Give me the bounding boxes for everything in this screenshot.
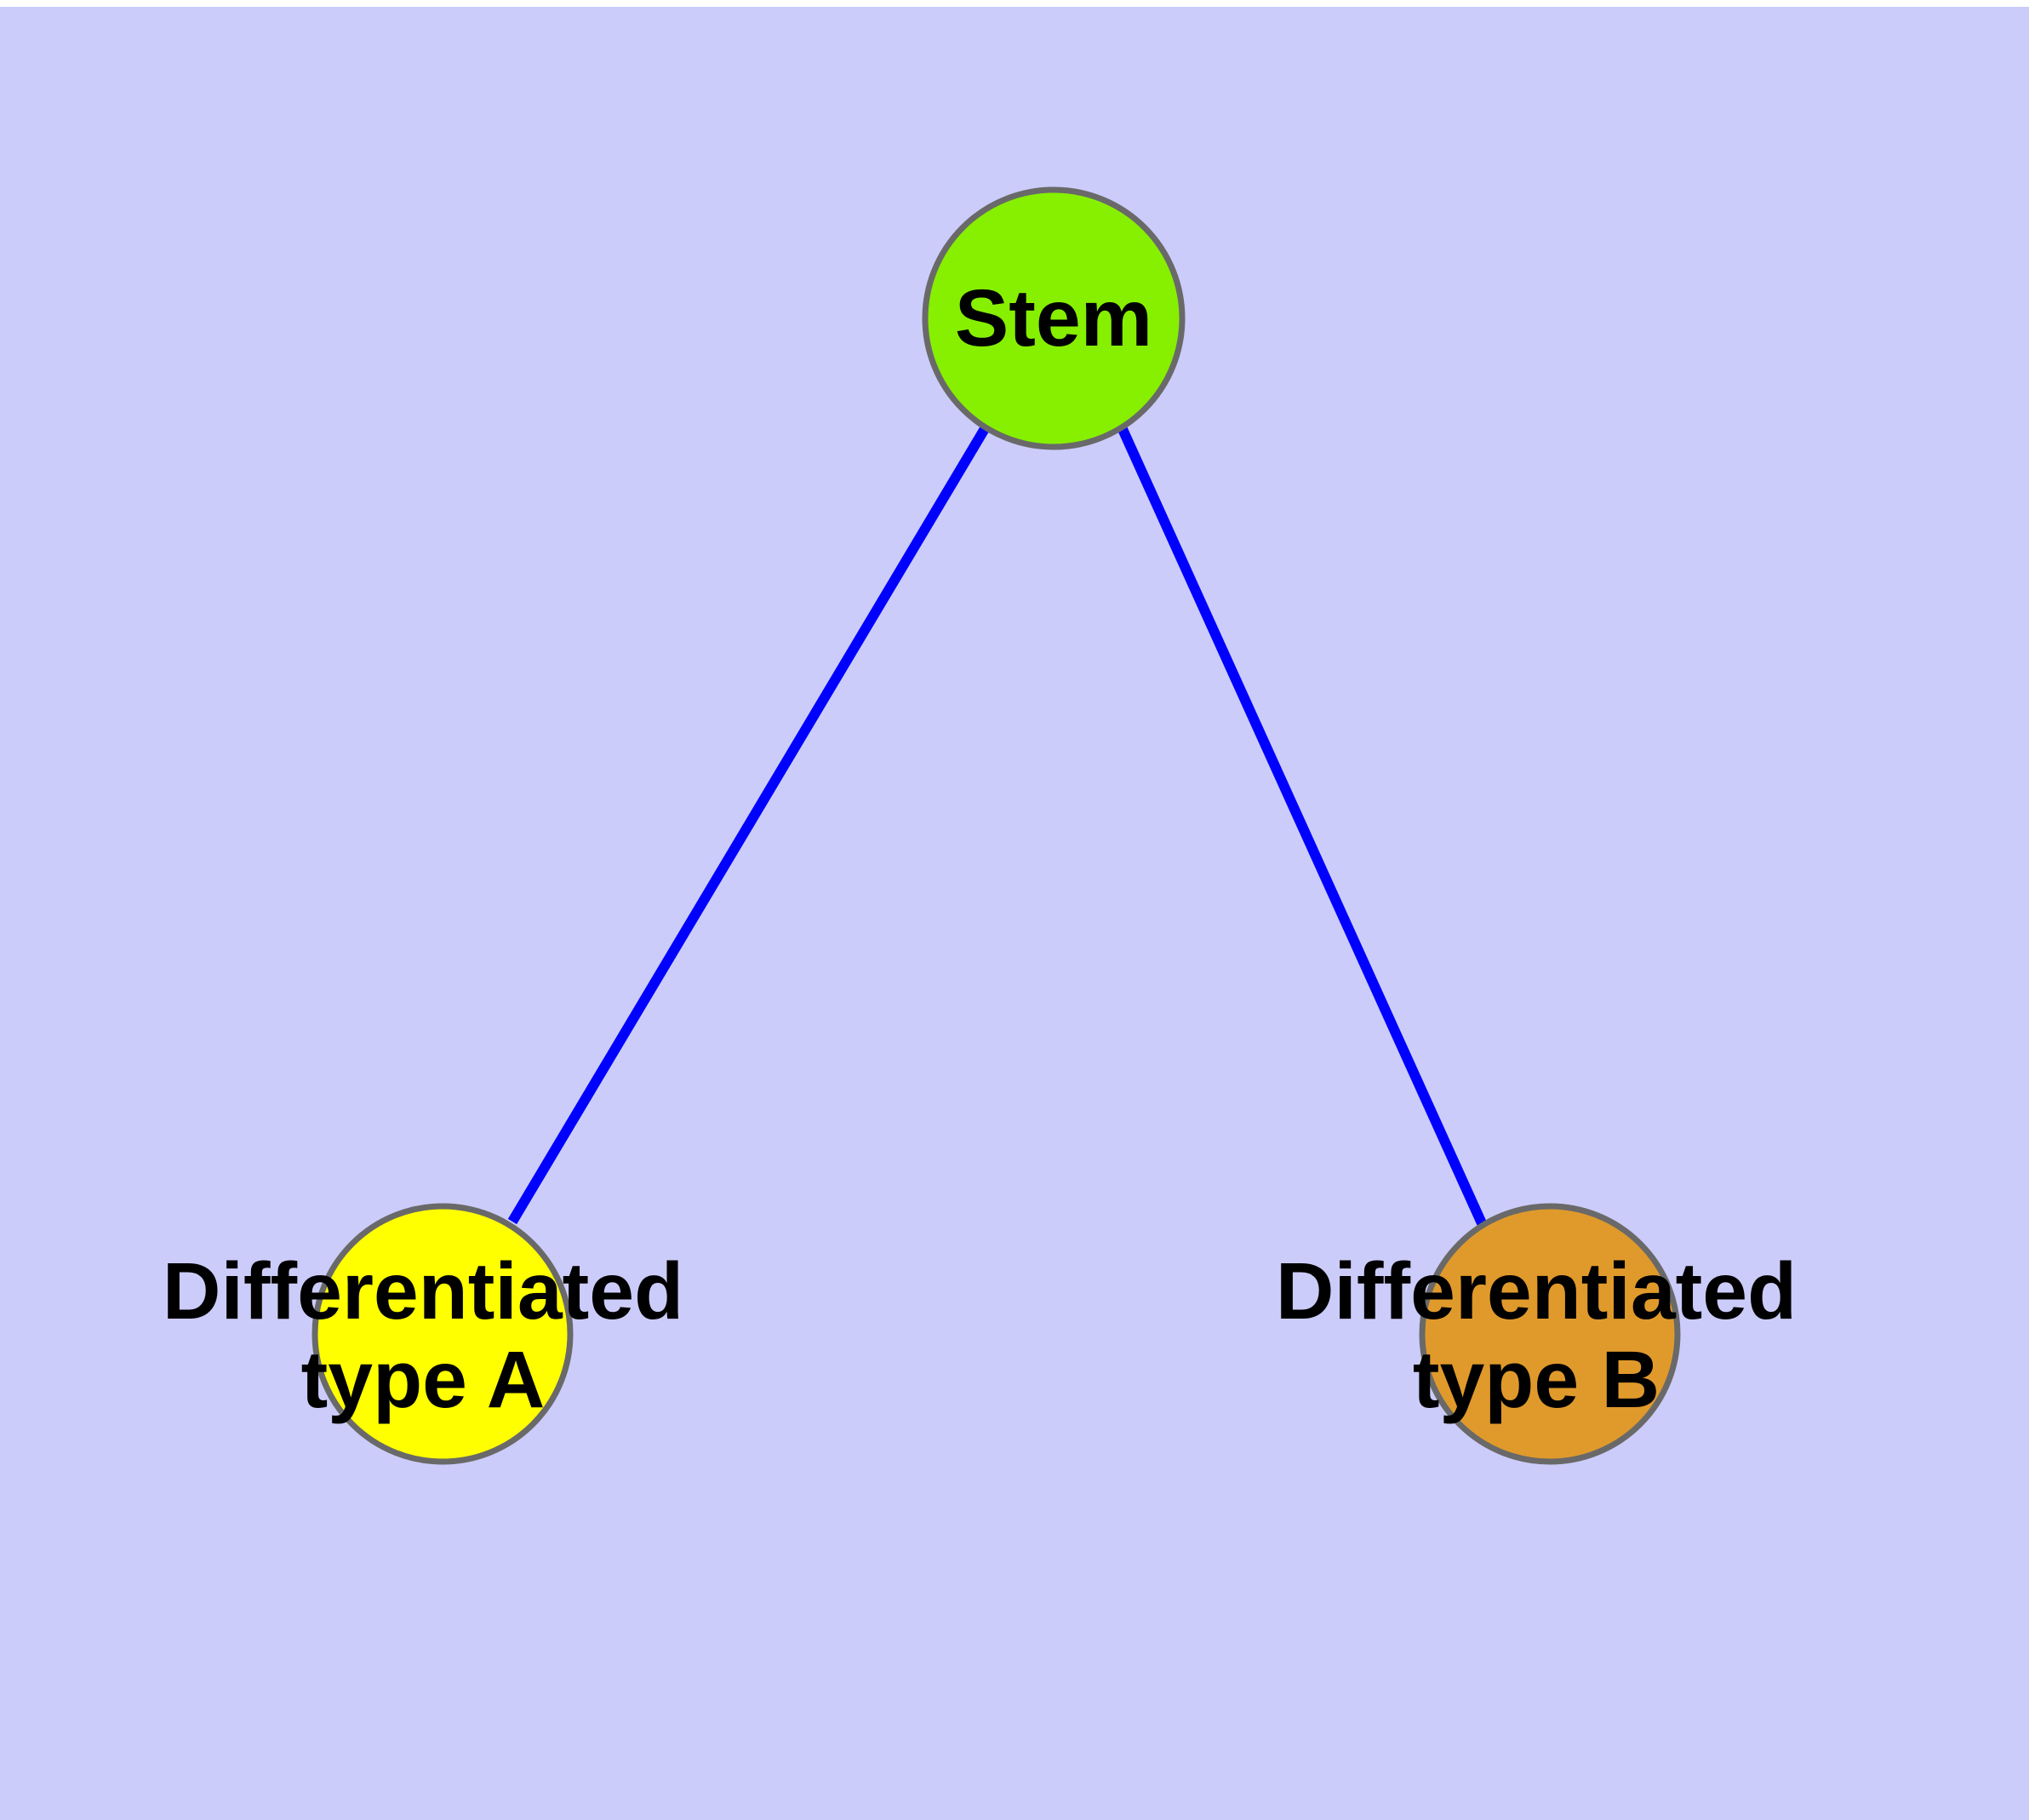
edges-group xyxy=(507,424,1487,1226)
nodes-group xyxy=(311,186,1681,1465)
node-diff-a[interactable] xyxy=(311,1203,574,1465)
node-label-stem: Stem xyxy=(955,273,1152,363)
node-stem[interactable] xyxy=(922,186,1186,450)
node-diff-b[interactable] xyxy=(1419,1203,1681,1465)
edge-stem-to-diff-b[interactable] xyxy=(1117,425,1487,1226)
node-label-line: Stem xyxy=(955,273,1152,363)
edge-stem-to-diff-a[interactable] xyxy=(507,424,991,1225)
node-label-line: Differentiated xyxy=(1276,1246,1797,1336)
node-label-line: type A xyxy=(301,1335,546,1425)
node-label-line: Differentiated xyxy=(163,1246,683,1336)
node-label-line: type B xyxy=(1413,1335,1660,1425)
